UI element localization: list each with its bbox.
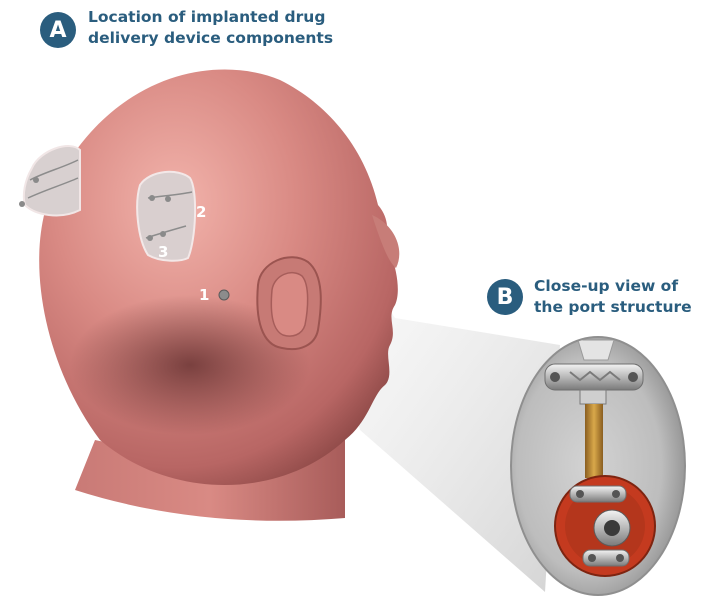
panel-b-caption-line2: the port structure xyxy=(534,297,704,318)
closeup-oval xyxy=(510,336,686,596)
panel-a-caption-line2: delivery device components xyxy=(88,28,388,49)
panel-a-badge: A xyxy=(40,12,76,48)
panel-a-caption-line1: Location of implanted drug xyxy=(88,7,388,28)
ear xyxy=(257,257,320,349)
panel-a-caption: Location of implanted drug delivery devi… xyxy=(88,7,388,49)
marker-label-3: 3 xyxy=(158,243,168,261)
port-marker xyxy=(219,290,229,300)
panel-b-caption-line1: Close-up view of xyxy=(534,276,704,297)
port-base xyxy=(555,476,655,576)
marker-label-1: 1 xyxy=(199,286,209,304)
panel-b-caption: Close-up view of the port structure xyxy=(534,276,704,318)
marker-label-2: 2 xyxy=(196,203,206,221)
head xyxy=(39,69,399,485)
panel-b-badge: B xyxy=(487,279,523,315)
cutout-window-left xyxy=(19,146,80,215)
